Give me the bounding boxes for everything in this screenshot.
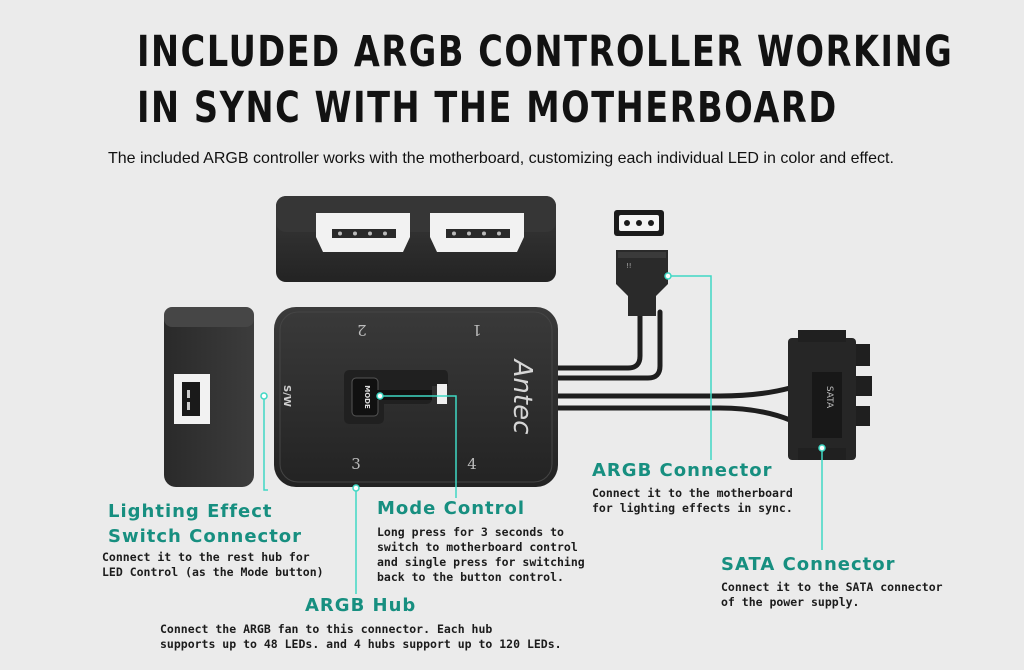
sata-label: SATA <box>824 386 834 409</box>
argb-connector-title: ARGB Connector <box>592 460 773 481</box>
leader-lines <box>263 275 823 594</box>
sata-connector-title: SATA Connector <box>721 554 896 575</box>
side-port-label: S/W <box>281 385 292 407</box>
mode-control-desc-2: switch to motherboard control <box>377 540 578 554</box>
sata-connector <box>788 330 872 460</box>
argb-hub-desc-2: supports up to 48 LEDs. and 4 hubs suppo… <box>160 637 562 651</box>
sata-connector-desc-2: of the power supply. <box>721 595 860 609</box>
fan-port-1 <box>430 213 524 252</box>
headline-line-2: IN SYNC WITH THE MOTHERBOARD <box>137 83 838 133</box>
hub-side-view <box>276 196 556 282</box>
mode-control-title: Mode Control <box>377 498 526 519</box>
port-number-2: 2 <box>357 321 367 339</box>
lighting-effect-desc-1: Connect it to the rest hub for <box>102 550 310 564</box>
subtitle: The included ARGB controller works with … <box>108 150 894 167</box>
lighting-effect-title-1: Lighting Effect <box>108 501 273 522</box>
controller-body: MODE Antec 2 1 3 4 S/W <box>274 307 558 487</box>
fan-port-2 <box>316 213 410 252</box>
argb-plug-marker: !! <box>626 262 632 270</box>
mode-control-desc-3: and single press for switching <box>377 555 585 569</box>
leader-lighting-effect <box>263 396 268 491</box>
argb-connector-desc-2: for lighting effects in sync. <box>592 501 793 515</box>
brand-logo: Antec <box>507 358 537 435</box>
leader-dots <box>260 272 826 492</box>
mode-button-text: MODE <box>363 385 371 409</box>
hub-left-side-view <box>164 307 254 487</box>
port-number-1: 1 <box>472 321 482 339</box>
port-number-3: 3 <box>351 455 361 473</box>
lighting-effect-title-2: Switch Connector <box>108 526 303 547</box>
argb-plug-face <box>614 210 664 236</box>
lighting-effect-desc-2: LED Control (as the Mode button) <box>102 565 324 579</box>
leader-argb-connector <box>668 275 712 460</box>
argb-connector-desc-1: Connect it to the motherboard <box>592 486 793 500</box>
argb-plug: !! <box>616 250 668 316</box>
leader-mode-control <box>380 395 457 498</box>
mode-control-desc-4: back to the button control. <box>377 570 564 584</box>
sata-connector-desc-1: Connect it to the SATA connector <box>721 580 943 594</box>
argb-hub-desc-1: Connect the ARGB fan to this connector. … <box>160 622 493 636</box>
argb-hub-title: ARGB Hub <box>305 595 417 616</box>
mode-button <box>344 370 448 424</box>
cables <box>553 309 793 423</box>
port-number-4: 4 <box>467 455 477 473</box>
headline-line-1: INCLUDED ARGB CONTROLLER WORKING <box>137 27 954 77</box>
mode-control-desc-1: Long press for 3 seconds to <box>377 525 564 539</box>
